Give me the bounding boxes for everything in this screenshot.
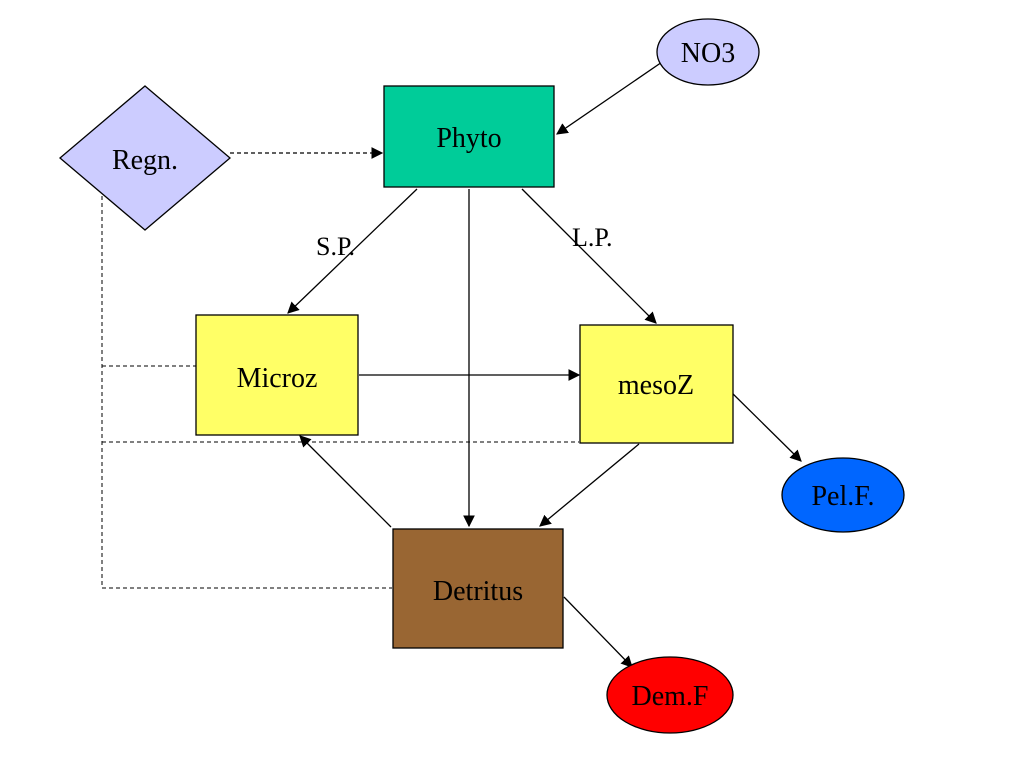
node-regn-label: Regn. — [112, 145, 178, 176]
node-microz-label: Microz — [237, 363, 318, 394]
edge-phyto-to-microz — [287, 188, 418, 314]
regeneration-dashed-lines — [101, 196, 579, 589]
node-demf-shape — [606, 656, 734, 734]
edge-label-small-phyto: S.P. — [316, 232, 355, 261]
edge-phyto-to-mesoz — [521, 188, 657, 324]
node-pelf-shape — [781, 457, 905, 533]
edge-detritus-to-microz — [299, 435, 392, 528]
node-detritus: Detritus — [392, 528, 564, 649]
edge-detritus-to-demf — [563, 596, 633, 668]
node-phyto-shape — [383, 85, 555, 188]
edge-label-large-phyto: L.P. — [572, 223, 612, 252]
node-no3-label: NO3 — [681, 38, 735, 69]
node-mesoz: mesoZ — [579, 324, 734, 444]
node-detritus-label: Detritus — [433, 576, 523, 607]
node-phyto-label: Phyto — [436, 123, 501, 154]
edge-mesoz-to-detritus — [539, 443, 640, 527]
node-detritus-shape — [392, 528, 564, 649]
node-no3: NO3 — [656, 18, 760, 86]
node-pelf: Pel.F. — [781, 457, 905, 533]
edges — [101, 59, 802, 668]
edge-no3-to-phyto — [556, 59, 666, 135]
node-regn: Regn. — [58, 85, 232, 231]
node-phyto: Phyto — [383, 85, 555, 188]
node-mesoz-label: mesoZ — [618, 370, 694, 401]
node-microz-shape — [195, 314, 359, 436]
node-demf-label: Dem.F — [632, 681, 709, 712]
node-regn-shape — [58, 85, 232, 231]
node-mesoz-shape — [579, 324, 734, 444]
edge-mesoz-to-pelf — [726, 387, 802, 462]
node-microz: Microz — [195, 314, 359, 436]
node-demf: Dem.F — [606, 656, 734, 734]
node-pelf-label: Pel.F. — [811, 481, 874, 512]
node-no3-shape — [656, 18, 760, 86]
